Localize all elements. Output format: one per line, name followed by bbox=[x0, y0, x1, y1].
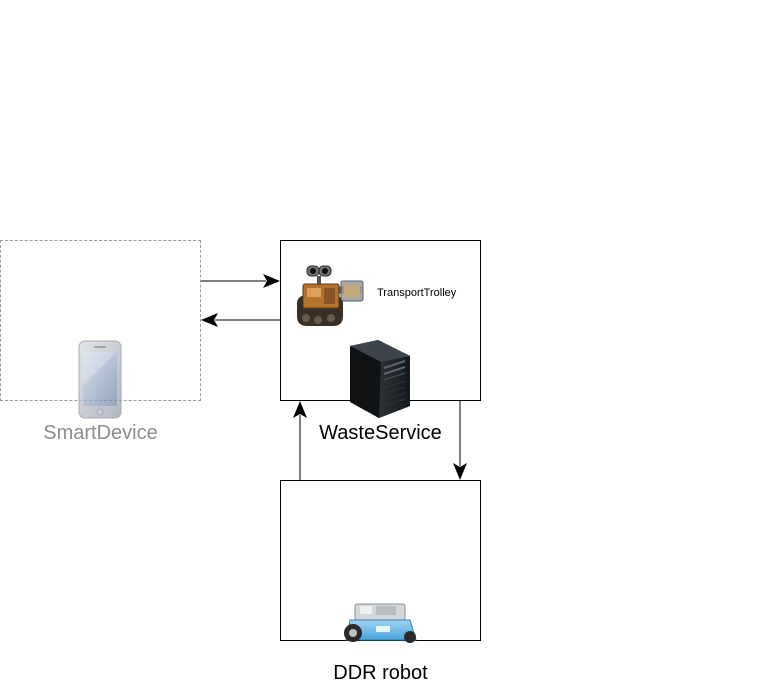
wall-e-robot-icon bbox=[296, 265, 364, 326]
waste-service-label: WasteService bbox=[319, 422, 442, 444]
smart-device-label: SmartDevice bbox=[43, 422, 158, 444]
server-tower-icon bbox=[350, 340, 410, 418]
smartphone-icon bbox=[78, 340, 122, 419]
arrow-smartdevice-to-wasteservice bbox=[201, 274, 280, 288]
mbot-robot-icon bbox=[344, 603, 417, 643]
ddr-robot-label: DDR robot bbox=[333, 662, 428, 684]
arrow-wasteservice-to-ddrrobot bbox=[453, 401, 467, 480]
arrow-wasteservice-to-smartdevice bbox=[201, 313, 280, 327]
transport-trolley-label: TransportTrolley bbox=[377, 287, 457, 299]
arrow-ddrrobot-to-wasteservice bbox=[293, 401, 307, 480]
